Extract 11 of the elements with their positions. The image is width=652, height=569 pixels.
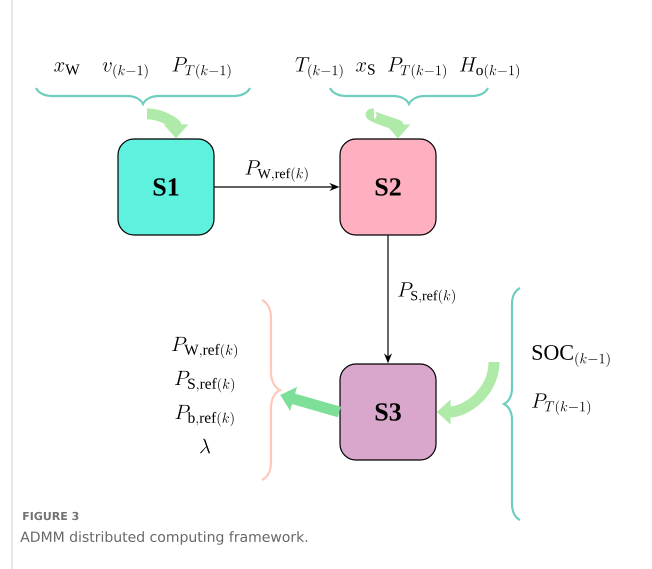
- edge-label: $P_{\mathrm{W,ref}(k)}$: [245, 160, 308, 182]
- input-variables: $\mathrm{SOC}_{(k-1)}$ $P_{T(k-1)}$: [532, 345, 610, 415]
- process-box: S3: [339, 363, 437, 461]
- input-variables: $x_{\mathrm{W}}$ $v_{(k-1)}$ $P_{T(k-1)}$: [54, 57, 230, 79]
- output-variables: $P_{\mathrm{W,ref}(k)}$ $P_{\mathrm{S,ref}(k)}$ $P_{\mathrm{b,ref}(k)}$ $\lambda$: [172, 336, 238, 454]
- caption: ADMM distributed computing framework.: [20, 531, 308, 545]
- process-box: S1: [117, 138, 215, 236]
- input-variables: $T_{(k-1)}$ $x_{\mathrm{S}}$ $P_{T(k-1)}$ $H_{\mathrm{o}(k-1)}$: [296, 57, 520, 79]
- process-box: S2: [339, 138, 437, 236]
- edge-label: $P_{\mathrm{S,ref}(k)}$: [398, 282, 455, 304]
- figure-number: FIGURE 3: [23, 512, 78, 520]
